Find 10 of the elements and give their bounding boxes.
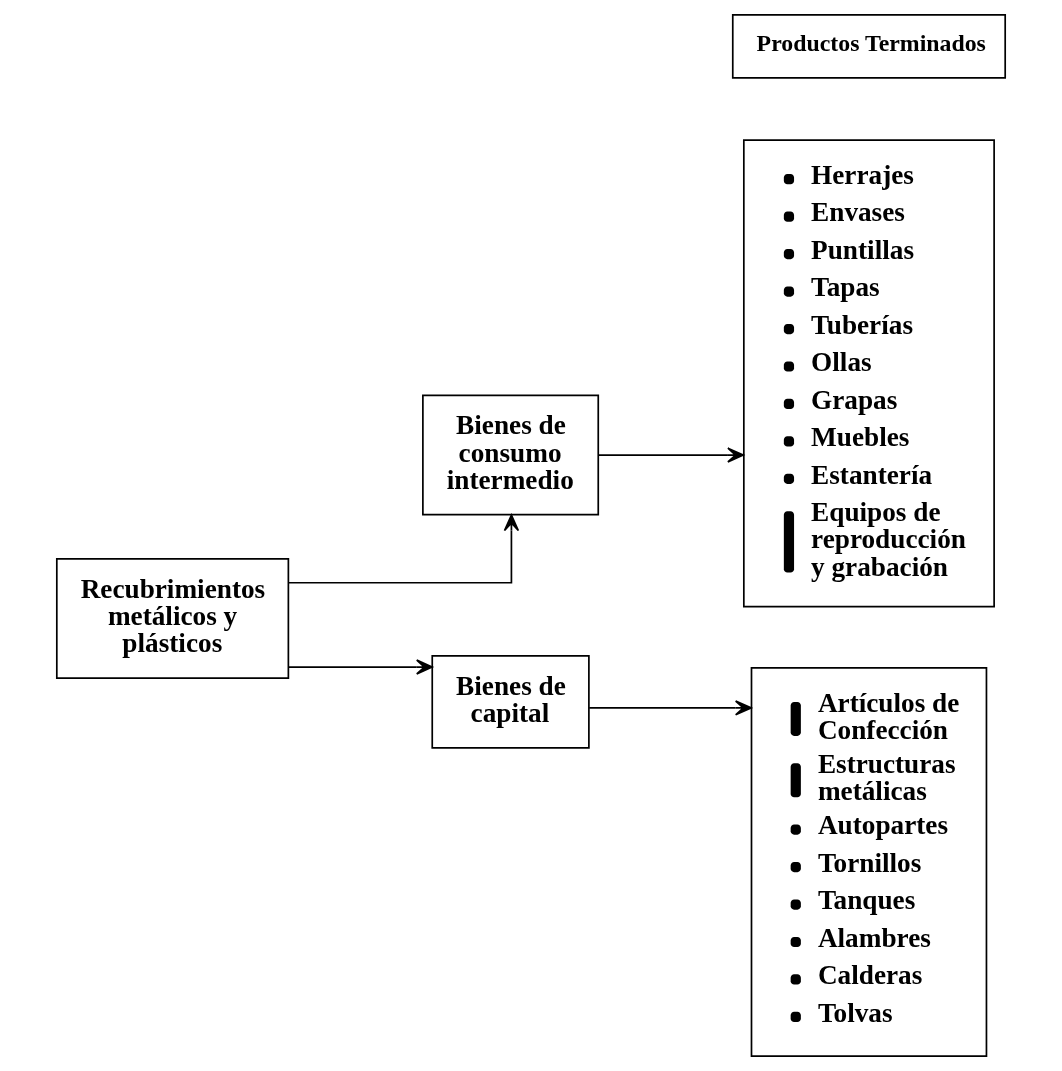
node-box: Herrajes Envases Puntillas Tapas Tuberías Ollas Grapas Muebles Estantería Equipos de reproducción y grabación [743, 139, 995, 608]
node-box: Recubrimientos metálicos y plásticos [55, 558, 290, 679]
node-box: Artículos de Confección Estructuras metálicas Autopartes Tornillos Tanques Alambres Calderas Tolvas [750, 667, 988, 1057]
arrow [287, 659, 433, 675]
node-box: Bienes de capital [431, 655, 590, 749]
arrow [597, 447, 745, 463]
arrow [287, 514, 520, 584]
node-box: Productos Terminados [731, 14, 1007, 79]
node-box: Bienes de consumo intermedio [422, 394, 600, 516]
arrow [588, 700, 752, 716]
